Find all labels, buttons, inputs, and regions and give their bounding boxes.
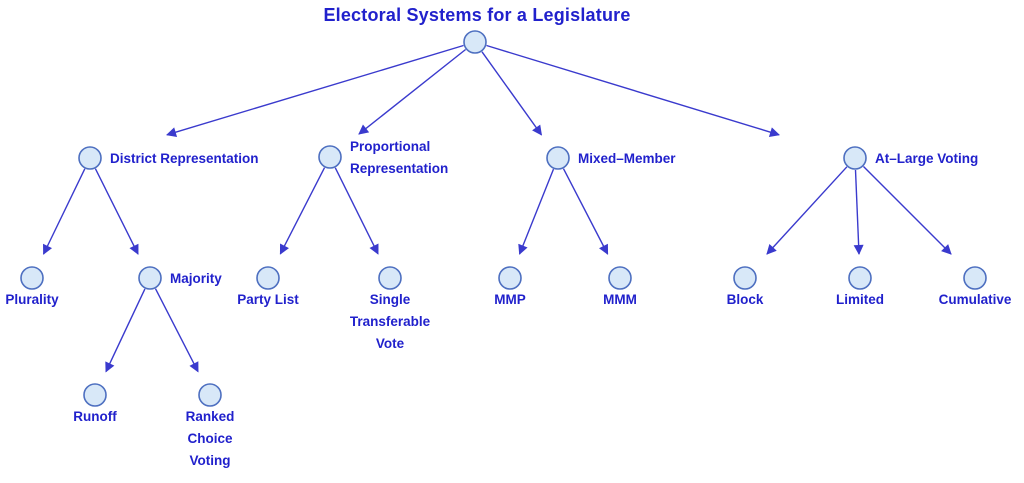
edge-proportional-representation-party-list <box>279 167 326 255</box>
node-label-limited: Limited <box>836 292 884 307</box>
edge-root-mixed-member <box>481 51 542 136</box>
node-mmm <box>608 266 632 290</box>
edge-majority-runoff <box>105 288 146 373</box>
node-label-runoff: Runoff <box>73 409 117 424</box>
node-party-list <box>256 266 280 290</box>
edge-mixed-member-mmm <box>562 168 609 255</box>
node-cumulative <box>963 266 987 290</box>
node-plurality <box>20 266 44 290</box>
node-label-mixed-member: Mixed–Member <box>578 151 676 166</box>
edge-district-representation-plurality <box>42 168 86 255</box>
edge-root-district-representation <box>166 44 464 137</box>
node-label-mmp: MMP <box>494 292 526 307</box>
node-mmp <box>498 266 522 290</box>
node-label-block: Block <box>727 292 764 307</box>
node-at-large-voting <box>843 146 867 170</box>
node-label-majority: Majority <box>170 271 222 286</box>
edge-district-representation-majority <box>94 168 139 255</box>
node-label-party-list: Party List <box>237 292 299 307</box>
node-runoff <box>83 383 107 407</box>
node-label-cumulative: Cumulative <box>939 292 1012 307</box>
node-proportional-representation <box>318 145 342 169</box>
edge-at-large-voting-block <box>766 166 848 255</box>
node-label-plurality: Plurality <box>5 292 59 307</box>
node-label-at-large-voting: At–Large Voting <box>875 151 978 166</box>
node-limited <box>848 266 872 290</box>
edge-majority-ranked-choice-voting <box>154 288 199 373</box>
node-district-representation <box>78 146 102 170</box>
edge-root-proportional-representation <box>358 48 467 135</box>
node-block <box>733 266 757 290</box>
node-root <box>463 30 487 54</box>
node-ranked-choice-voting <box>198 383 222 407</box>
edge-proportional-representation-single-transferable-vote <box>334 167 379 255</box>
node-single-transferable-vote <box>378 266 402 290</box>
node-label-district-representation: District Representation <box>110 151 259 166</box>
node-mixed-member <box>546 146 570 170</box>
edge-at-large-voting-limited <box>853 169 864 255</box>
diagram-title: Electoral Systems for a Legislature <box>323 5 631 25</box>
node-majority <box>138 266 162 290</box>
edge-at-large-voting-cumulative <box>863 166 952 255</box>
node-label-mmm: MMM <box>603 292 637 307</box>
edge-mixed-member-mmp <box>518 168 555 255</box>
edge-root-at-large-voting <box>486 44 780 137</box>
